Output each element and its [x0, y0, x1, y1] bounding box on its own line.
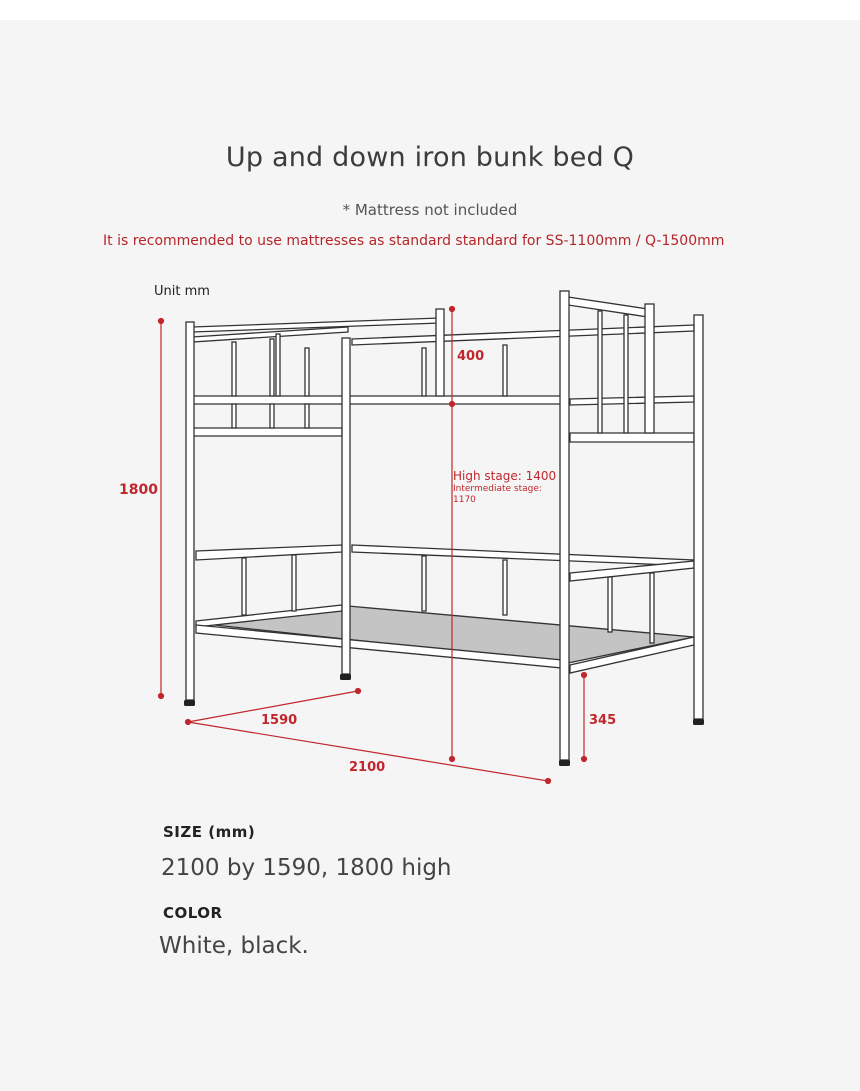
lower-back-rail	[351, 544, 695, 567]
end-post	[644, 303, 655, 434]
slat	[421, 347, 427, 397]
slat	[269, 338, 275, 397]
slat	[241, 557, 247, 616]
slat	[502, 559, 508, 616]
upper-deck-side-bar	[191, 427, 343, 437]
slat	[421, 555, 427, 612]
width-dimension-label: 1590	[261, 713, 298, 728]
dimension-marker	[157, 317, 165, 325]
dimension-marker	[580, 755, 588, 763]
mattress-recommendation: It is recommended to use mattresses as s…	[103, 233, 725, 249]
high-stage-label: High stage: 1400	[453, 469, 557, 483]
upper-deck-side-rail	[569, 395, 695, 406]
slat	[231, 341, 237, 397]
intermediate-stage-label: Intermediate stage: 1170	[453, 484, 542, 505]
slat	[649, 572, 655, 644]
top-far-rail	[351, 324, 695, 346]
slat	[231, 403, 237, 429]
size-value: 2100 by 1590, 1800 high	[161, 855, 452, 881]
slat	[607, 576, 613, 633]
back-left-post	[341, 337, 351, 675]
back-right-post	[693, 314, 704, 720]
width-dimension-line	[187, 690, 359, 723]
back-mid-post	[435, 308, 445, 397]
slat	[275, 333, 281, 397]
dimension-marker	[448, 400, 456, 408]
bed-feet	[184, 674, 704, 766]
front-right-post	[559, 290, 570, 761]
dimension-marker	[448, 755, 456, 763]
lower-side-rail-left	[195, 544, 343, 561]
length-dimension-label: 2100	[349, 760, 386, 775]
slat	[597, 310, 603, 434]
front-left-post	[185, 321, 195, 701]
mattress-note: * Mattress not included	[342, 201, 518, 219]
color-value: White, black.	[159, 933, 309, 959]
upper-end-bar	[569, 432, 695, 443]
length-dimension-line	[187, 721, 549, 782]
foot	[340, 674, 351, 680]
dimension-marker	[544, 777, 552, 785]
slat	[304, 347, 310, 397]
foot	[559, 760, 570, 766]
dimension-lines	[157, 305, 588, 785]
bed-frame	[185, 290, 704, 761]
clearance-dimension-label: 345	[589, 713, 617, 728]
dimension-marker	[448, 305, 456, 313]
slat	[623, 314, 629, 434]
slat	[291, 554, 297, 612]
unit-label: Unit mm	[154, 284, 210, 299]
dimension-marker	[157, 692, 165, 700]
dimension-marker	[184, 718, 192, 726]
dimension-marker	[354, 687, 362, 695]
color-label: COLOR	[163, 904, 223, 922]
size-label: SIZE (mm)	[163, 823, 256, 841]
foot	[693, 719, 704, 725]
guardrail-dimension-label: 400	[457, 349, 485, 364]
dimension-marker	[580, 671, 588, 679]
slat	[304, 403, 310, 429]
upper-deck-front-rail	[191, 395, 563, 405]
page-title: Up and down iron bunk bed Q	[225, 142, 635, 173]
height-dimension-label: 1800	[119, 482, 158, 498]
slat	[502, 344, 508, 397]
slat	[269, 403, 275, 429]
foot	[184, 700, 195, 706]
top-end-rail	[567, 296, 649, 318]
